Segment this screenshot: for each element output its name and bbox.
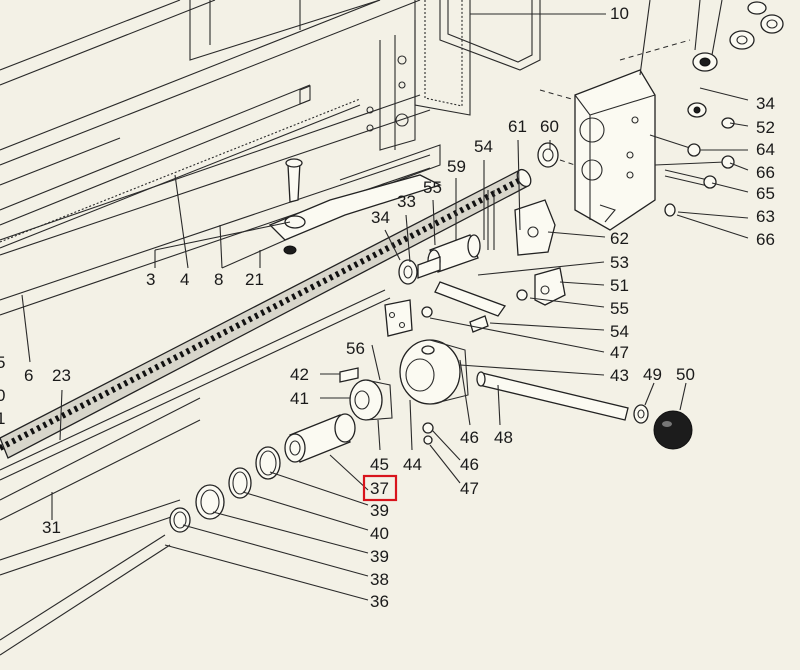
- label-4: 4: [180, 270, 189, 289]
- label-40: 40: [370, 524, 389, 543]
- label-62: 62: [610, 229, 629, 248]
- label-55: 55: [423, 178, 442, 197]
- label-8: 8: [214, 270, 223, 289]
- label-49: 49: [643, 365, 662, 384]
- label-52: 52: [756, 118, 775, 137]
- label-3: 3: [146, 270, 155, 289]
- sleeve-and-rings: [169, 413, 356, 533]
- label-53: 53: [610, 253, 629, 272]
- label-60: 60: [540, 117, 559, 136]
- label-54: 54: [474, 137, 493, 156]
- middle-cluster: [398, 142, 566, 333]
- label-66: 66: [756, 230, 775, 249]
- label-36: 36: [370, 592, 389, 611]
- label-65: 65: [756, 184, 775, 203]
- label-47: 47: [610, 343, 629, 362]
- label-34: 34: [756, 94, 775, 113]
- label-33: 33: [397, 192, 416, 211]
- label-39: 39: [370, 501, 389, 520]
- label-10: 10: [610, 4, 629, 23]
- edge-label-1: 1: [0, 409, 5, 428]
- label-43: 43: [610, 366, 629, 385]
- collar-cluster: [339, 299, 469, 445]
- label-45: 45: [370, 455, 389, 474]
- part-number-labels: 10 34 52 64 66 65 63 66 61 60 54 59 55 3…: [0, 4, 775, 611]
- label-66: 66: [756, 163, 775, 182]
- crank-shaft: [476, 371, 693, 450]
- machine-bed: [0, 0, 441, 316]
- label-21: 21: [245, 270, 264, 289]
- label-46: 46: [460, 428, 479, 447]
- label-55: 55: [610, 299, 629, 318]
- gearbox-housing: [574, 69, 656, 231]
- label-51: 51: [610, 276, 629, 295]
- bolt-bracket: [268, 158, 442, 255]
- label-56: 56: [346, 339, 365, 358]
- label-23: 23: [52, 366, 71, 385]
- label-47: 47: [460, 479, 479, 498]
- label-31: 31: [42, 518, 61, 537]
- label-38: 38: [370, 570, 389, 589]
- label-59: 59: [447, 157, 466, 176]
- leader-lines: [21, 0, 749, 601]
- label-54: 54: [610, 322, 629, 341]
- label-50: 50: [676, 365, 695, 384]
- label-6: 6: [24, 366, 33, 385]
- top-right-parts: [649, 0, 784, 217]
- label-34: 34: [371, 208, 390, 227]
- label-37: 37: [370, 479, 389, 498]
- cover-plate: [414, 0, 541, 116]
- lower-shafts: [0, 289, 391, 656]
- edge-label-0: 0: [0, 386, 5, 405]
- label-41: 41: [290, 389, 309, 408]
- label-39: 39: [370, 547, 389, 566]
- label-61: 61: [508, 117, 527, 136]
- label-44: 44: [403, 455, 422, 474]
- feed-screw: [0, 168, 532, 459]
- label-46: 46: [460, 455, 479, 474]
- highlight-box-37: [362, 474, 398, 502]
- label-48: 48: [494, 428, 513, 447]
- label-64: 64: [756, 140, 775, 159]
- label-63: 63: [756, 207, 775, 226]
- label-42: 42: [290, 365, 309, 384]
- edge-label-5: 5: [0, 353, 5, 372]
